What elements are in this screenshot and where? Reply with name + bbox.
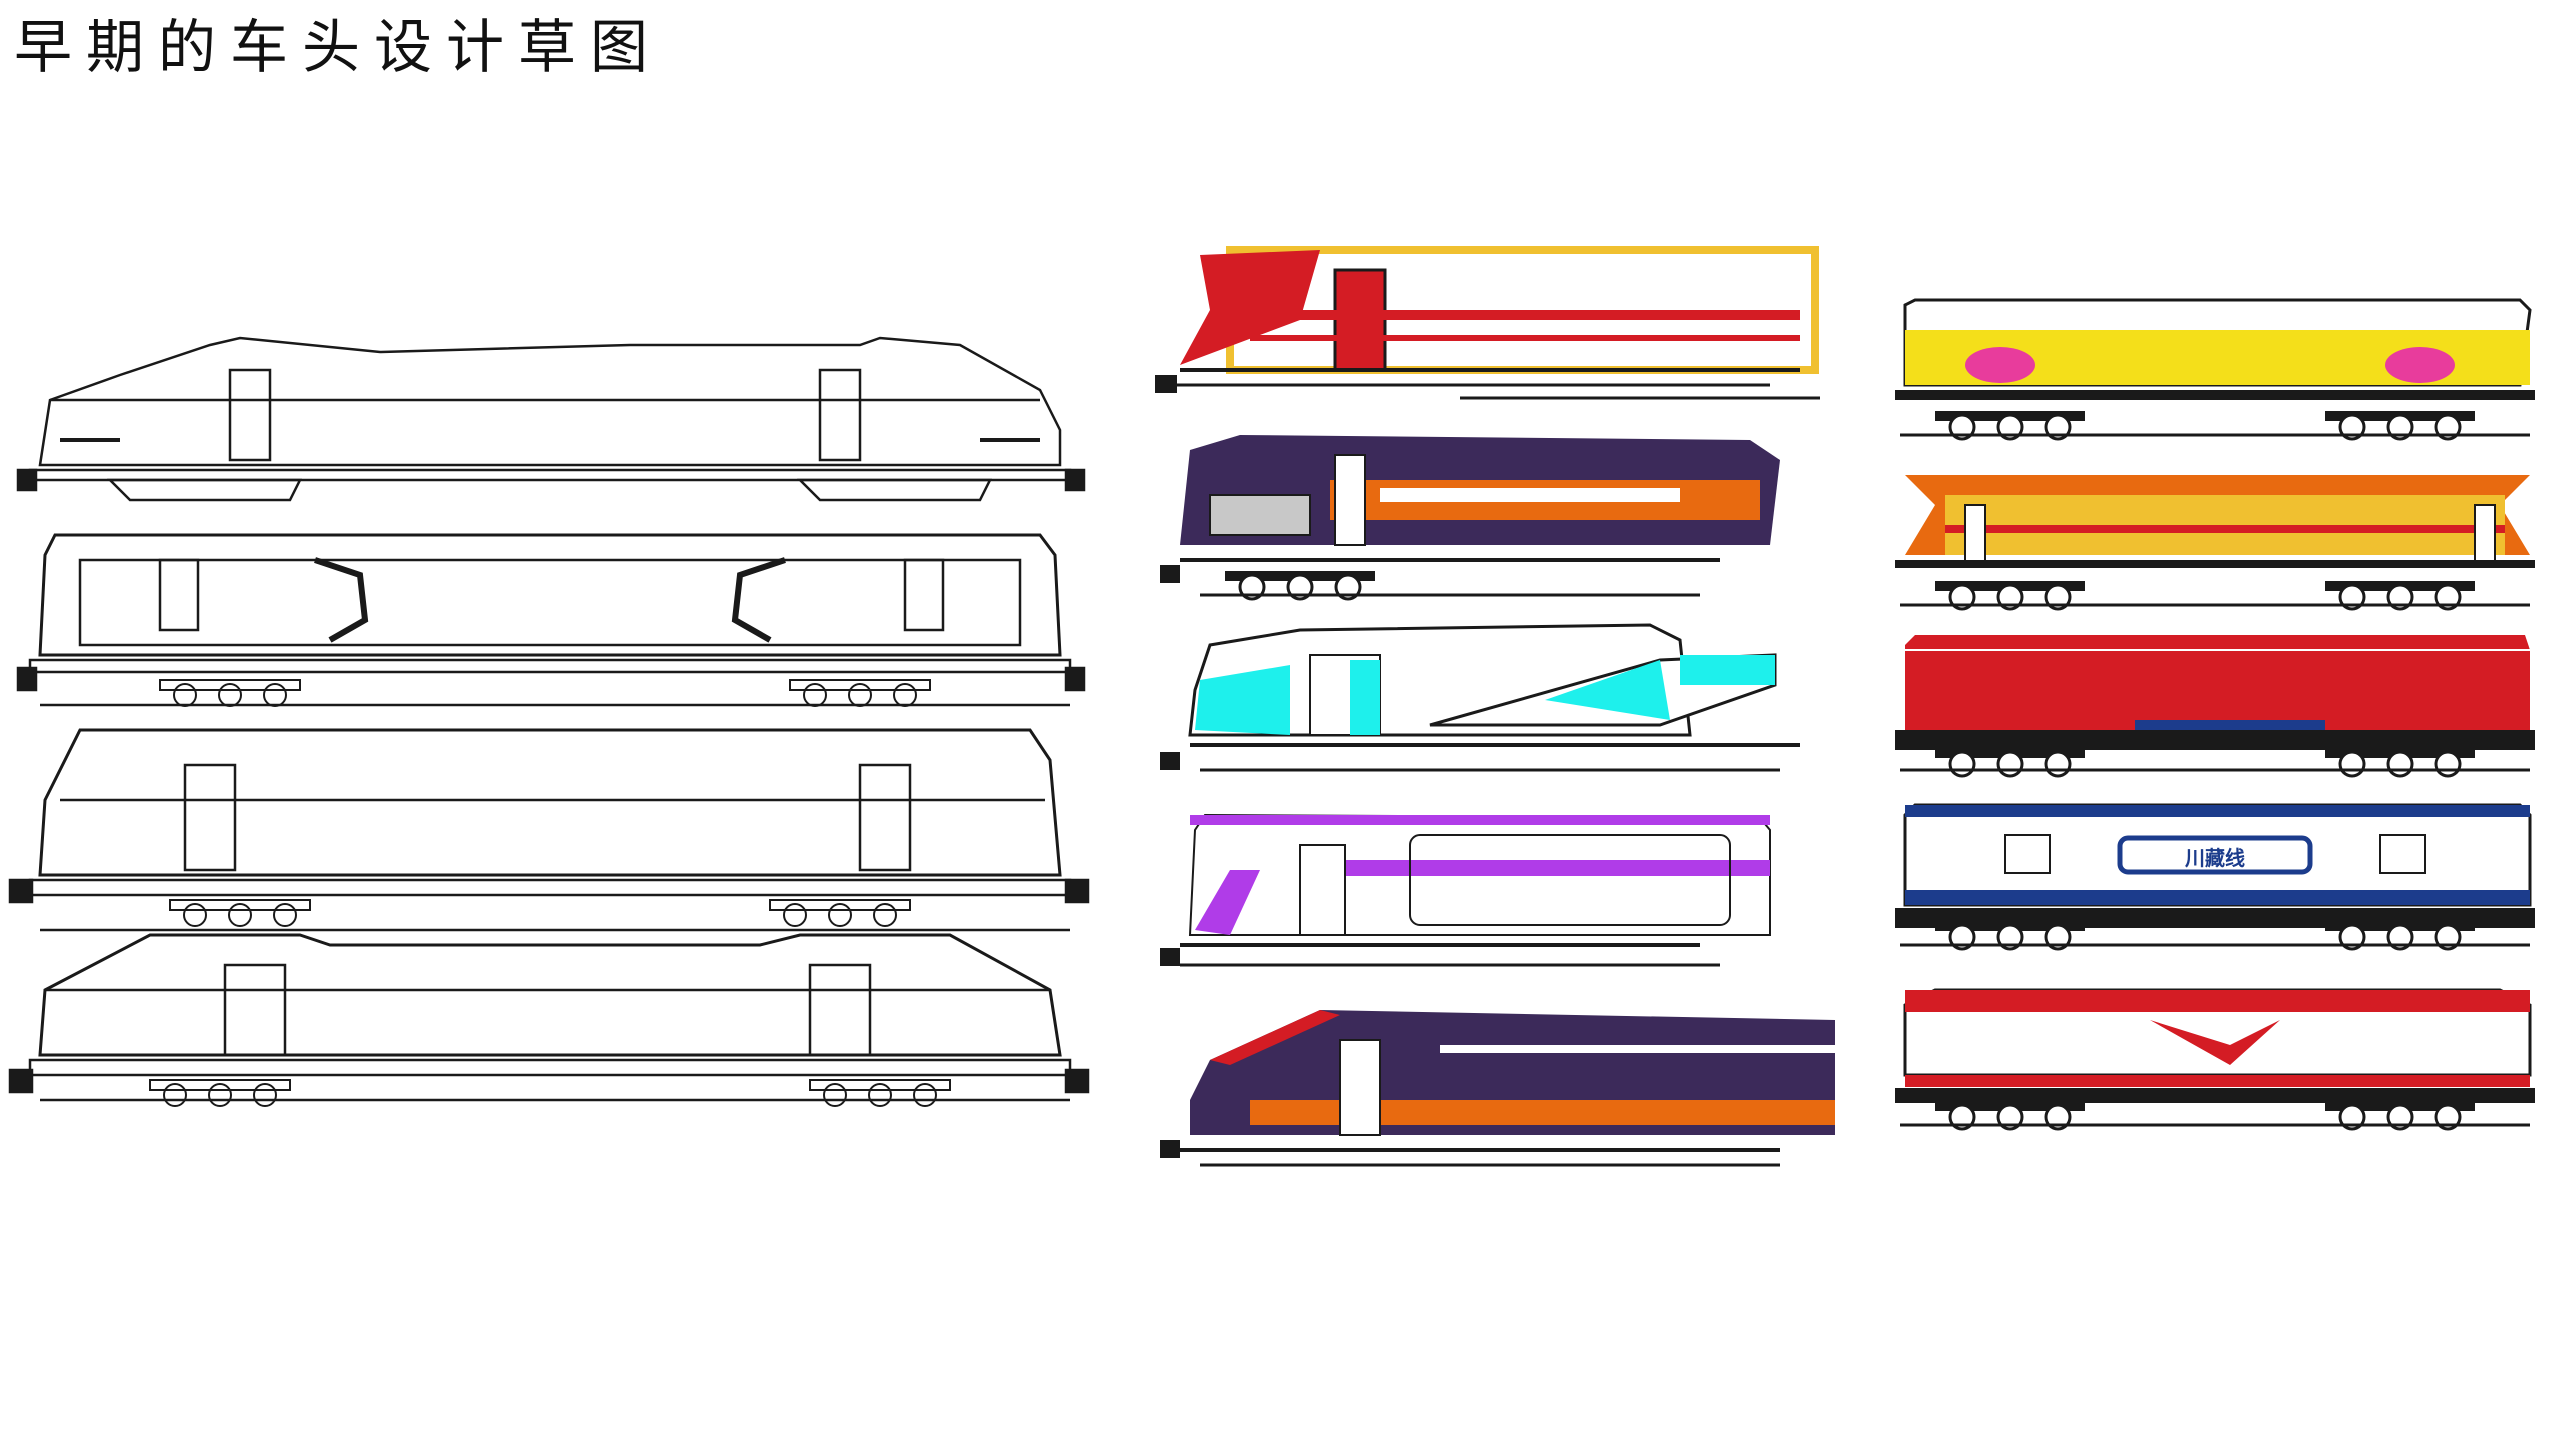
- line-name-badge: 川藏线: [2184, 846, 2245, 870]
- concept-orange-red: [1895, 475, 2535, 611]
- concept-white-navy: [1895, 803, 2535, 951]
- concept-red-gold: [1155, 246, 1820, 400]
- page-title: 早期的车头设计草图: [14, 13, 663, 81]
- concept-white-red: [1895, 988, 2535, 1131]
- concept-magenta: [1160, 813, 1771, 967]
- concept-purple-orange: [1160, 435, 1780, 601]
- concept-red-blue: [1895, 635, 2535, 778]
- outline-locomotive-1: [16, 336, 1086, 502]
- colored-concept-column-2: [1895, 298, 2535, 1131]
- concept-yellow: [1895, 298, 2535, 441]
- colored-concept-column-1: [1155, 246, 1835, 1167]
- outline-locomotive-3: [8, 728, 1090, 932]
- concept-cyan: [1160, 623, 1800, 772]
- outline-locomotive-4: [8, 933, 1090, 1108]
- concept-dark-orange: [1160, 1010, 1835, 1167]
- outline-locomotive-2: [16, 533, 1086, 708]
- outline-sketch-column: [8, 336, 1090, 1108]
